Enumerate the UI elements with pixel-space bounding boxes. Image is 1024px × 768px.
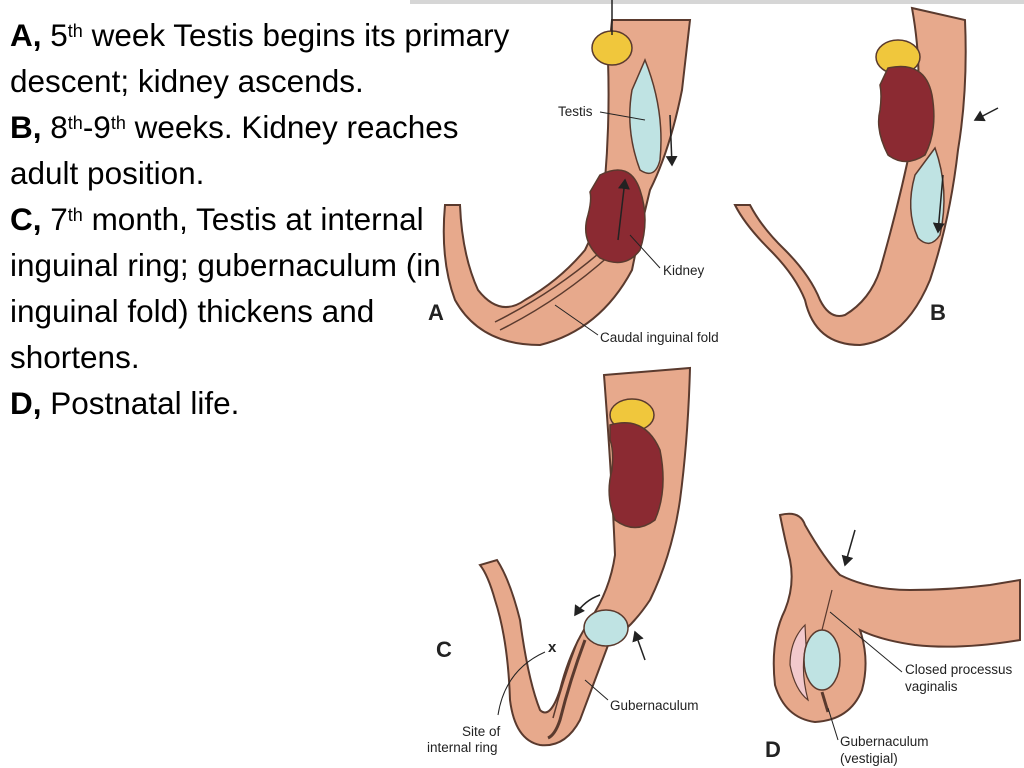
panel-d-body-wall — [772, 512, 1021, 724]
panel-d-gub-label-2: (vestigial) — [840, 751, 898, 766]
caption-c-sup: th — [67, 205, 83, 225]
panel-d-gub-leader — [827, 707, 839, 741]
panel-a-testis-label: Testis — [558, 104, 593, 119]
panel-a-body-wall — [442, 19, 692, 347]
panel-d-closed-label-1: Closed processus — [905, 662, 1013, 677]
top-divider-line — [410, 0, 1024, 4]
caption-d-letter: D, — [10, 385, 42, 421]
panel-a-fold-label: Caudal inguinal fold — [600, 330, 719, 345]
panel-c-site-label-2: internal ring — [427, 740, 498, 755]
panel-b-body-wall — [733, 6, 967, 347]
caption-c-num: 7 — [50, 201, 68, 237]
panel-c-testis — [583, 609, 629, 647]
caption-d-rest: Postnatal life. — [41, 385, 240, 421]
caption-a-num: 5 — [50, 17, 68, 53]
caption-a-sup: th — [67, 21, 83, 41]
panel-c-gubernaculum — [547, 639, 587, 740]
caption-c-rest: month, Testis at internal inguinal ring;… — [10, 201, 441, 375]
panel-a-inguinal-fold-line — [499, 254, 611, 331]
panel-c-letter: C — [436, 637, 452, 662]
panel-c-site-label-1: Site of — [462, 724, 501, 739]
panel-a: Testis Kidney Caudal inguinal fold A — [428, 0, 719, 347]
panel-c: x Gubernaculum Site of internal ring C — [427, 366, 699, 755]
panel-a-adrenal — [591, 30, 633, 66]
panel-a-kidney — [585, 169, 646, 264]
panel-c-kidney — [608, 422, 664, 529]
panel-d-processus — [789, 623, 810, 702]
panel-d-testis — [803, 629, 841, 691]
caption-b-sup1: th — [67, 113, 83, 133]
panel-c-body-wall — [478, 366, 692, 747]
panel-b-kidney — [877, 65, 935, 163]
panel-d-arrow — [841, 529, 856, 567]
caption-b-rest: weeks. Kidney reaches adult position. — [10, 109, 459, 191]
panel-d-processus-line — [821, 589, 833, 631]
panel-a-testis — [629, 58, 662, 175]
panel-c-gubernaculum-2 — [552, 639, 579, 719]
panel-b-testis — [909, 146, 945, 244]
caption-b-n1: 8 — [50, 109, 68, 145]
caption-a-letter: A, — [10, 17, 42, 53]
panel-a-testis-leader — [599, 111, 646, 121]
panel-c-gub-label: Gubernaculum — [610, 698, 699, 713]
panel-d-gub-label-1: Gubernaculum — [840, 734, 929, 749]
panel-d-gub-vestige — [820, 691, 830, 713]
panel-a-fold-leader — [554, 304, 599, 336]
panel-d-closed-label-2: vaginalis — [905, 679, 958, 694]
panel-a-kidney-leader — [629, 234, 661, 269]
panel-d-closed-leader — [829, 611, 903, 673]
caption-a: A, 5th week Testis begins its primary de… — [10, 12, 510, 104]
panel-a-testis-arrow — [665, 114, 678, 167]
caption-text: A, 5th week Testis begins its primary de… — [10, 12, 510, 426]
panel-a-letter: A — [428, 300, 444, 325]
caption-c-letter: C, — [10, 201, 42, 237]
caption-b: B, 8th-9th weeks. Kidney reaches adult p… — [10, 104, 510, 196]
panel-d: Closed processus vaginalis Gubernaculum … — [765, 512, 1021, 766]
caption-c: C, 7th month, Testis at internal inguina… — [10, 196, 510, 380]
panel-d-letter: D — [765, 737, 781, 762]
panel-a-inguinal-fold-line-2 — [494, 247, 606, 323]
caption-d: D, Postnatal life. — [10, 380, 510, 426]
panel-c-site-leader — [497, 651, 546, 716]
panel-b-letter: B — [930, 300, 946, 325]
panel-c-pointer-arrow — [632, 630, 646, 661]
panel-b-pointer-arrow — [973, 107, 999, 122]
panel-a-kidney-label: Kidney — [663, 263, 705, 278]
caption-b-letter: B, — [10, 109, 42, 145]
caption-a-rest: week Testis begins its primary descent; … — [10, 17, 510, 99]
panel-c-descent-arrow — [574, 594, 601, 617]
caption-b-sup2: th — [110, 113, 126, 133]
panel-c-x-mark: x — [548, 639, 557, 656]
panel-b-testis-arrow — [932, 174, 945, 234]
panel-a-kidney-arrow — [617, 178, 630, 241]
caption-b-dash: -9 — [82, 109, 111, 145]
panel-c-gub-leader — [584, 679, 609, 701]
panel-b: B — [733, 6, 999, 347]
